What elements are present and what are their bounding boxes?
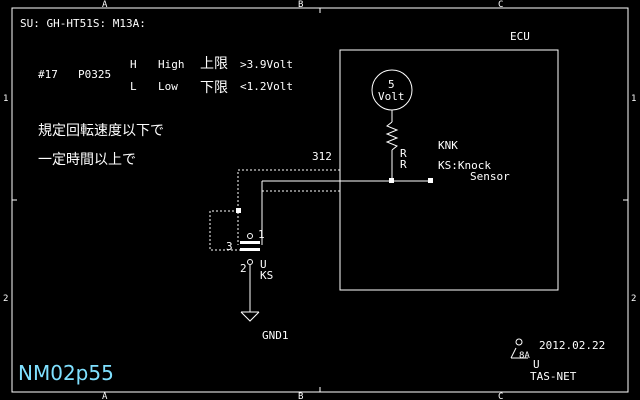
doc-id: NM02p55 [18,361,114,385]
sensor-pin3-label: 3 [226,240,233,253]
sensor-plate-bottom [240,248,260,251]
sensor-ks-label: KS [260,269,273,282]
grid-label-bottom-b: B [298,392,303,400]
footer-date: 2012.02.22 [539,339,605,352]
ecu-terminal [428,178,433,183]
supply-value: 5 [388,78,395,91]
shield-outer [237,169,340,245]
shield-ground-loop [209,210,240,251]
dtc-low-letter: L [130,80,137,93]
sensor-pin2-label: 2 [240,262,247,275]
grid-label-top-b: B [298,0,303,10]
supply-unit: Volt [378,90,405,103]
shield-inner [261,190,340,245]
grid-label-bottom-c: C [498,392,503,400]
resistor-label-2: R [400,158,407,171]
grid-label-right-1: 1 [631,94,636,104]
grid-label-top-a: A [102,0,108,10]
shield-node [236,208,241,213]
ground-label: GND1 [262,329,289,342]
sensor-plate-top [240,241,260,244]
wire-code: 312 [312,150,332,163]
dtc-high-word: High [158,58,185,71]
resistor-label-1: R [400,147,407,160]
grid-label-bottom-a: A [102,392,108,400]
ks-label-2: Sensor [470,170,510,183]
sensor-u-label: U [260,258,267,271]
ground-icon [240,311,260,322]
grid-label-right-2: 2 [631,294,636,304]
dtc-high-letter: H [130,58,137,71]
sensor-pin-2 [247,259,253,265]
condition-line-1: 規定回転速度以下で [38,123,164,139]
junction-dot [389,178,394,183]
grid-label-left-2: 2 [3,294,8,304]
dtc-high-value: >3.9Volt [240,58,293,71]
ecu-label: ECU [510,30,530,43]
dtc-code: P0325 [78,68,111,81]
ks-label-1: KS:Knock [438,159,491,172]
tas-net-logo-icon [510,338,528,359]
logo-mark-u: U [533,358,540,371]
grid-label-top-c: C [498,0,503,10]
sensor-pin-1 [247,233,253,239]
dtc-low-jp: 下限 [200,80,228,96]
frame-border [11,7,629,393]
grid-label-left-1: 1 [3,94,8,104]
condition-line-2: 一定時間以上で [38,152,136,168]
knk-label: KNK [438,139,458,152]
dtc-code-id: #17 [38,68,58,81]
sensor-pin1-label: 1 [258,228,265,241]
footer-org: TAS-NET [530,370,577,383]
pullup-resistor [385,121,399,151]
dtc-high-jp: 上限 [200,56,228,72]
page-title: SU: GH-HT51S: M13A: [20,17,146,30]
dtc-low-word: Low [158,80,178,93]
frame-ticks [12,8,628,392]
logo-mark-text: 8A [519,351,530,361]
dtc-low-value: <1.2Volt [240,80,293,93]
